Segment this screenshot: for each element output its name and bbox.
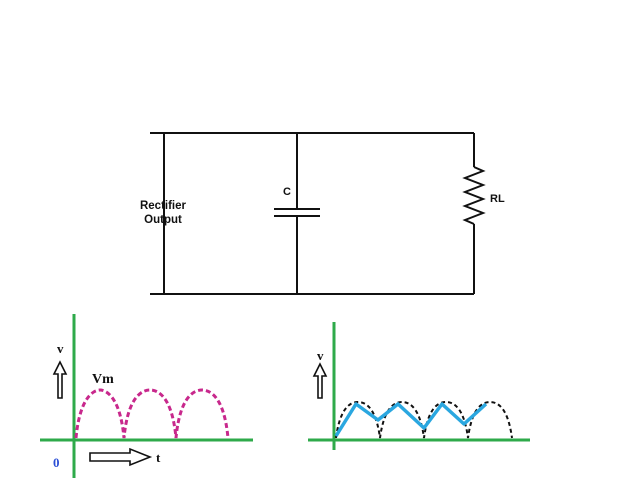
time-axis-arrow	[89, 447, 153, 467]
filter-circuit	[150, 132, 486, 295]
peak-voltage-label: Vm	[92, 372, 114, 387]
filtered-ripple-waveform	[334, 402, 488, 437]
origin-label: 0	[53, 455, 60, 470]
rectified-reference-waveform	[335, 400, 513, 439]
source-label-line1: Rectifier	[140, 200, 187, 212]
right-voltage-axis-arrow	[312, 362, 328, 399]
filtered-output-graph	[308, 322, 530, 450]
load-resistor-symbol	[462, 166, 486, 225]
source-label-line2: Output	[144, 214, 182, 226]
rectified-output-graph	[40, 314, 253, 478]
time-axis-label: t	[156, 450, 161, 465]
voltage-axis-arrow	[52, 360, 68, 399]
rectified-waveform	[74, 388, 230, 439]
capacitor-label: C	[283, 186, 291, 198]
load-resistor-label: RL	[490, 193, 505, 205]
right-axis-v-label: v	[317, 348, 324, 363]
left-axis-v-label: v	[57, 341, 64, 356]
